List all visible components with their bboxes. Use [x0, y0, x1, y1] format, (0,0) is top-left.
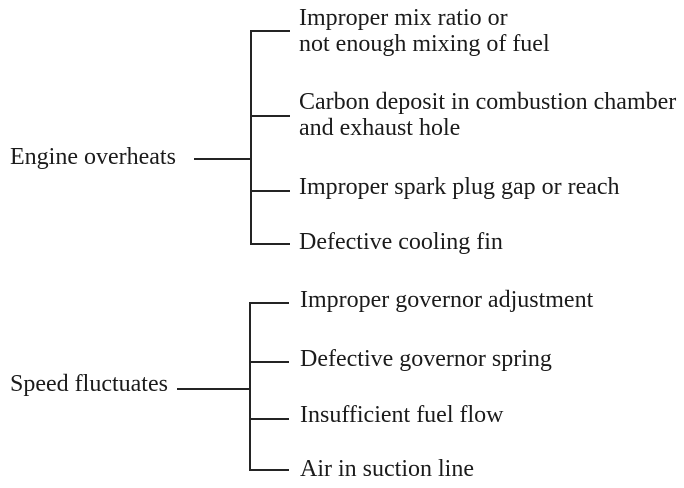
cause-air-in-suction-line: Air in suction line: [300, 456, 474, 482]
bracket-line-engine-overheats: [250, 30, 252, 245]
connector-line-engine-overheats: [194, 158, 251, 160]
cause-insufficient-fuel-flow: Insufficient fuel flow: [300, 402, 504, 428]
cause-improper-mix-ratio: Improper mix ratio or not enough mixing …: [299, 5, 550, 57]
branch-tick: [250, 243, 290, 245]
cause-governor-adjustment: Improper governor adjustment: [300, 287, 594, 313]
connector-line-speed-fluctuates: [177, 388, 251, 390]
branch-tick: [250, 190, 290, 192]
branch-tick: [249, 469, 289, 471]
cause-governor-spring: Defective governor spring: [300, 346, 552, 372]
branch-tick: [250, 30, 290, 32]
cause-defective-cooling-fin: Defective cooling fin: [299, 229, 503, 255]
cause-spark-plug-gap: Improper spark plug gap or reach: [299, 174, 620, 200]
branch-tick: [249, 418, 289, 420]
fault-label-speed-fluctuates: Speed fluctuates: [10, 371, 168, 397]
branch-tick: [249, 361, 289, 363]
cause-carbon-deposit: Carbon deposit in combustion chamber and…: [299, 89, 677, 141]
branch-tick: [249, 302, 289, 304]
fault-label-engine-overheats: Engine overheats: [10, 144, 176, 170]
branch-tick: [250, 115, 290, 117]
bracket-line-speed-fluctuates: [249, 302, 251, 471]
